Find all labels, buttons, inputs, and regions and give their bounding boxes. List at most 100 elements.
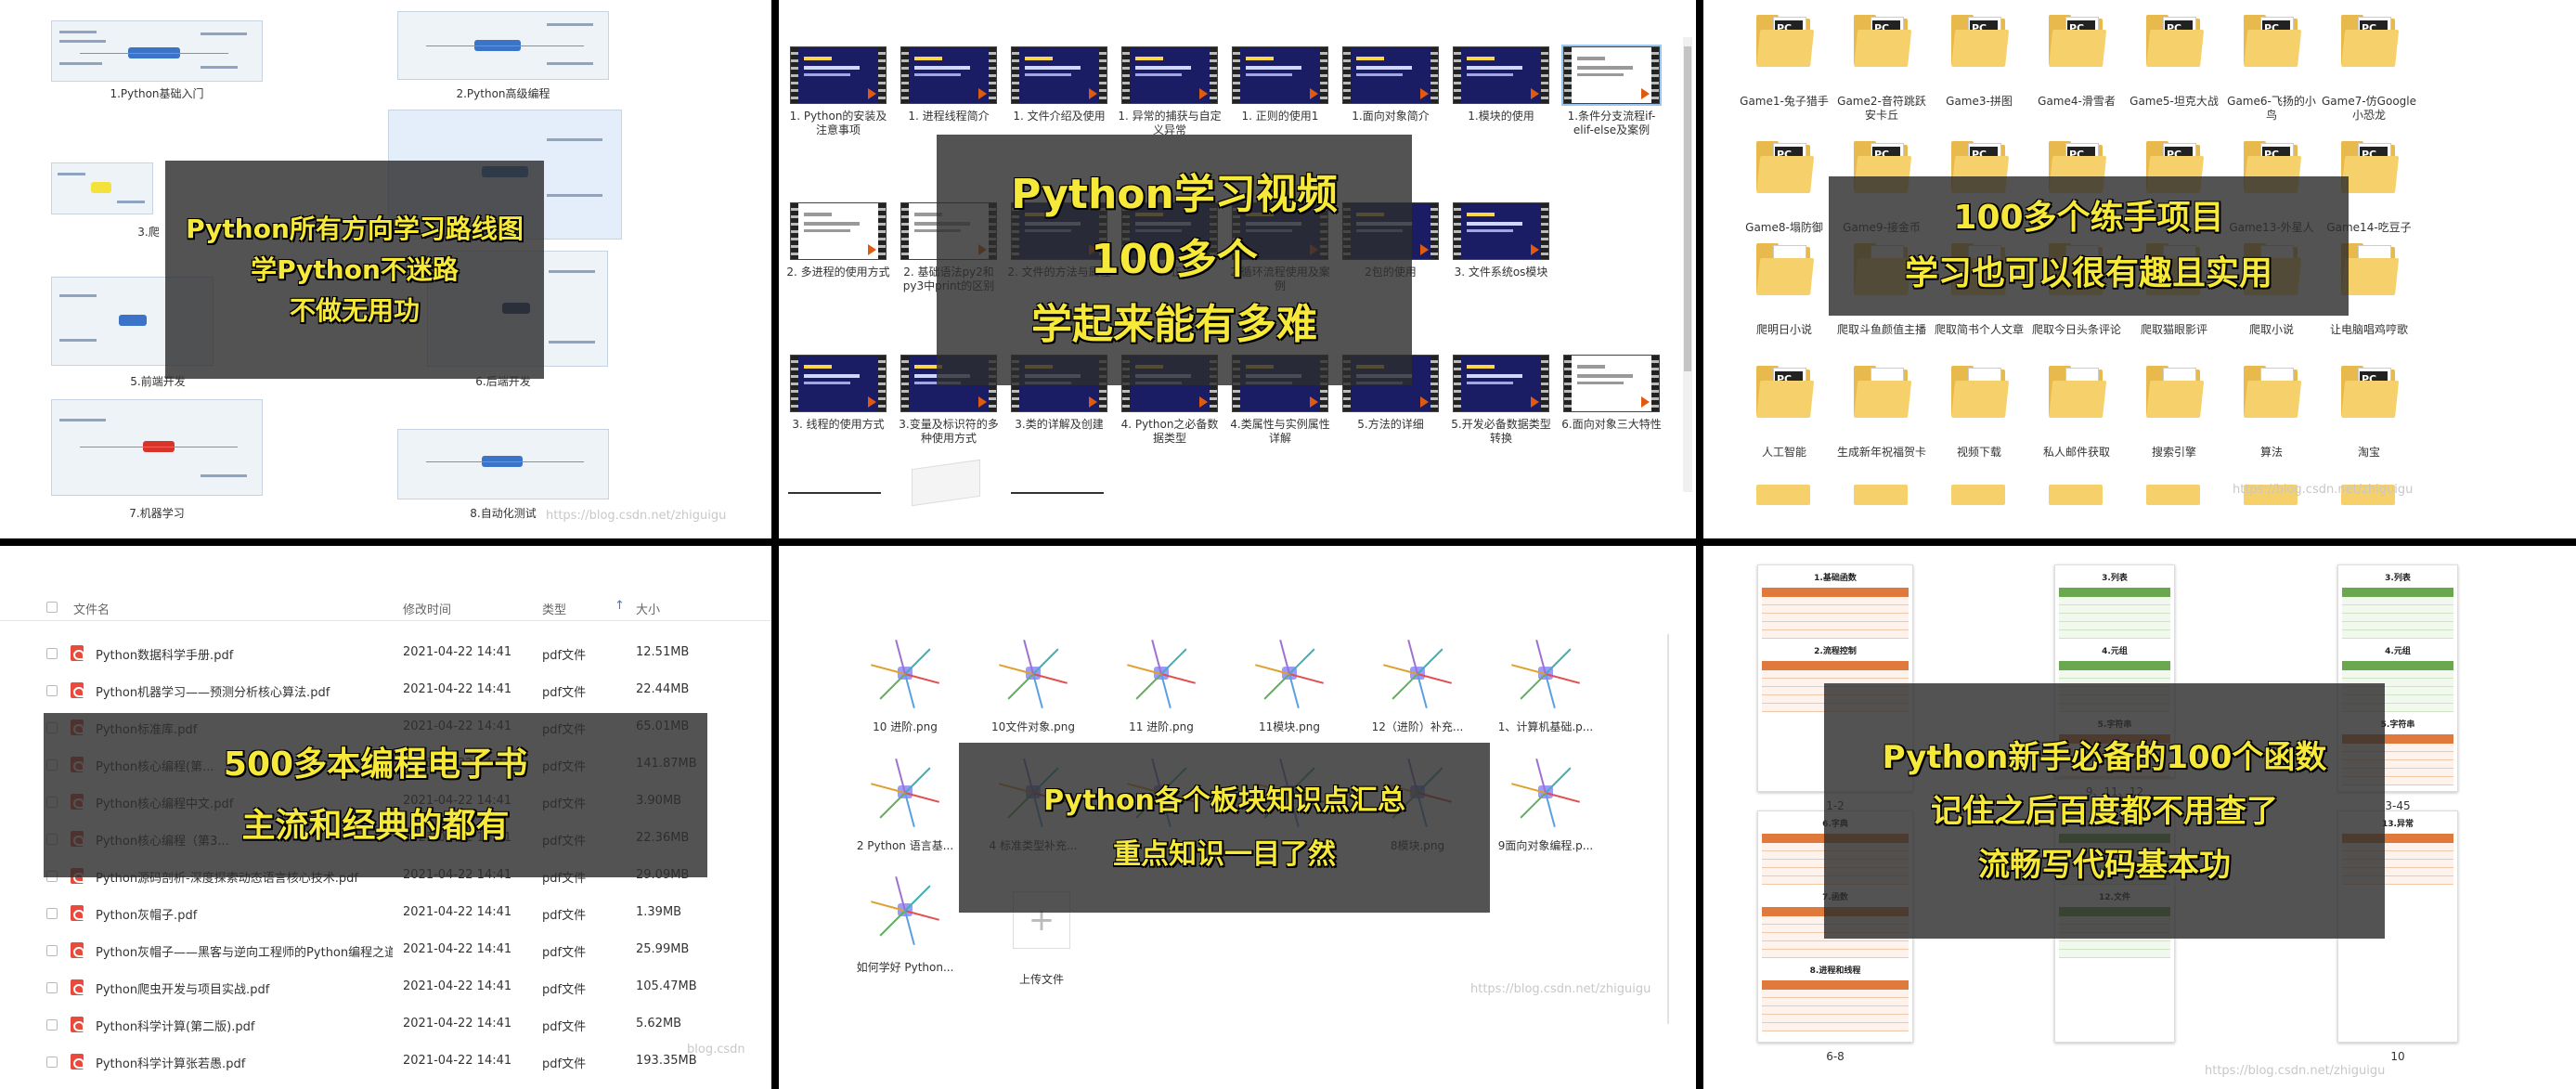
folder-icon[interactable] xyxy=(2146,485,2200,505)
video-thumbnail[interactable] xyxy=(1121,46,1218,104)
column-header-type[interactable]: 类型 xyxy=(542,603,567,617)
folder-icon[interactable]: PC xyxy=(2341,366,2400,418)
mindmap-image-thumb[interactable] xyxy=(859,639,951,713)
folder-label: 算法 xyxy=(2259,446,2283,459)
folder-icon[interactable]: PC xyxy=(2341,15,2400,67)
folder-label: 爬取斗鱼颜值主播 xyxy=(1836,323,1926,336)
video-title: 1. Python的安装及注意事项 xyxy=(789,110,887,136)
row-checkbox[interactable] xyxy=(46,982,58,993)
sort-arrow-icon[interactable]: ↑ xyxy=(615,599,625,613)
mindmap-image-thumb[interactable] xyxy=(1499,758,1592,832)
mindmap-image-thumb[interactable] xyxy=(1371,639,1464,713)
row-checkbox[interactable] xyxy=(46,648,58,659)
file-name: Python数据科学手册.pdf xyxy=(96,649,234,663)
folder-icon[interactable]: PC xyxy=(2049,15,2107,67)
file-type: pdf文件 xyxy=(542,983,587,997)
folder-icon[interactable] xyxy=(1756,485,1810,505)
play-icon xyxy=(1310,88,1318,99)
video-title: 1. 文件介绍及使用 xyxy=(1013,110,1106,123)
pdf-icon xyxy=(71,645,84,661)
folder-icon[interactable] xyxy=(2341,485,2395,505)
column-header-name[interactable]: 文件名 xyxy=(73,603,110,617)
folder-label: Game2-音符跳跃安卡丘 xyxy=(1837,95,1926,122)
video-thumbnail[interactable] xyxy=(790,202,887,260)
folder-icon[interactable]: PC xyxy=(1756,141,1815,193)
select-all-checkbox[interactable] xyxy=(46,602,58,613)
folder-icon[interactable]: PC xyxy=(2244,15,2302,67)
folder-label: 让电脑唱鸡哼歌 xyxy=(2329,323,2408,336)
folder-icon[interactable]: PC xyxy=(1951,15,2010,67)
folder-icon[interactable] xyxy=(2049,485,2103,505)
video-thumbnail[interactable] xyxy=(1563,355,1660,412)
mindmap-image-thumb[interactable] xyxy=(859,758,951,832)
overlay-line: Python各个板块知识点汇总 xyxy=(1043,784,1405,817)
folder-icon[interactable] xyxy=(2049,366,2107,418)
folder-icon[interactable] xyxy=(2146,366,2205,418)
folder-icon[interactable] xyxy=(1951,366,2010,418)
column-header-date[interactable]: 修改时间 xyxy=(403,603,452,617)
mindmap-image-thumb[interactable] xyxy=(1499,639,1592,713)
promo-overlay: Python所有方向学习路线图 学Python不迷路 不做无用功 xyxy=(165,161,544,379)
column-header-size[interactable]: 大小 xyxy=(636,603,661,617)
mindmap-thumb-3[interactable] xyxy=(51,162,153,214)
scrollbar-thumb[interactable] xyxy=(1684,46,1691,371)
folder-icon[interactable] xyxy=(2244,366,2302,418)
row-checkbox[interactable] xyxy=(46,1019,58,1031)
video-thumbnail[interactable] xyxy=(1453,355,1549,412)
video-thumbnail[interactable] xyxy=(1232,46,1328,104)
mindmap-thumb-8[interactable] xyxy=(397,429,609,499)
folder-icon[interactable]: PC xyxy=(1756,15,1815,67)
folder-icon[interactable] xyxy=(1756,243,1815,295)
folder-icon[interactable]: PC xyxy=(2146,15,2205,67)
row-checkbox[interactable] xyxy=(46,945,58,956)
folder-icon[interactable] xyxy=(1951,485,2005,505)
video-thumbnail[interactable] xyxy=(790,355,887,412)
folder-icon[interactable] xyxy=(1854,366,1912,418)
image-file-name: 10文件对象.png xyxy=(991,720,1075,733)
functions-panel: 1.基础函数2.流程控制1-23.列表4.元组5.字符串9、11、123.列表4… xyxy=(1703,546,2576,1089)
mindmap-image-thumb[interactable] xyxy=(1115,639,1208,713)
file-row[interactable]: Python灰帽子——黑客与逆向工程师的Python编程之道...2021-04… xyxy=(0,932,771,969)
row-checkbox[interactable] xyxy=(46,908,58,919)
video-thumbnail[interactable] xyxy=(1342,46,1439,104)
folder-label: Game1-兔子猎手 xyxy=(1740,95,1829,108)
file-type: pdf文件 xyxy=(542,649,587,663)
mindmap-caption: 7.机器学习 xyxy=(129,507,185,520)
folder-icon[interactable] xyxy=(2341,243,2400,295)
folder-icon[interactable]: PC xyxy=(1854,15,1912,67)
overlay-line: Python所有方向学习路线图 xyxy=(186,213,524,244)
video-thumbnail[interactable] xyxy=(790,46,887,104)
mindmap-thumb-7[interactable] xyxy=(51,399,263,496)
folder-icon[interactable] xyxy=(2244,485,2298,505)
file-date: 2021-04-22 14:41 xyxy=(403,1054,512,1068)
folder-icon[interactable] xyxy=(1854,485,1908,505)
video-thumbnail[interactable] xyxy=(1453,46,1549,104)
folder-label: Game8-塌防御 xyxy=(1745,221,1823,234)
folder-icon[interactable]: PC xyxy=(2341,141,2400,193)
video-thumbnail[interactable] xyxy=(1561,45,1662,106)
file-date: 2021-04-22 14:41 xyxy=(403,905,512,919)
mindmap-image-thumb[interactable] xyxy=(987,639,1080,713)
video-thumbnail[interactable] xyxy=(900,46,997,104)
mindmap-thumb-2[interactable] xyxy=(397,11,609,80)
folder-icon[interactable]: PC xyxy=(1756,366,1815,418)
video-thumbnail[interactable] xyxy=(1453,202,1549,260)
row-checkbox[interactable] xyxy=(46,685,58,696)
video-title: 3.类的详解及创建 xyxy=(1015,418,1104,431)
mindmap-image-thumb[interactable] xyxy=(1243,639,1336,713)
table-heading: 13.异常 xyxy=(2382,820,2414,829)
mindmap-image-thumb[interactable] xyxy=(859,875,951,950)
mindmap-thumb-1[interactable] xyxy=(51,20,263,82)
mindmap-caption: 2.Python高级编程 xyxy=(456,87,550,100)
scrollbar[interactable] xyxy=(1683,37,1692,492)
row-checkbox[interactable] xyxy=(46,1057,58,1068)
play-icon xyxy=(978,396,987,408)
video-thumbnail[interactable] xyxy=(1011,46,1107,104)
